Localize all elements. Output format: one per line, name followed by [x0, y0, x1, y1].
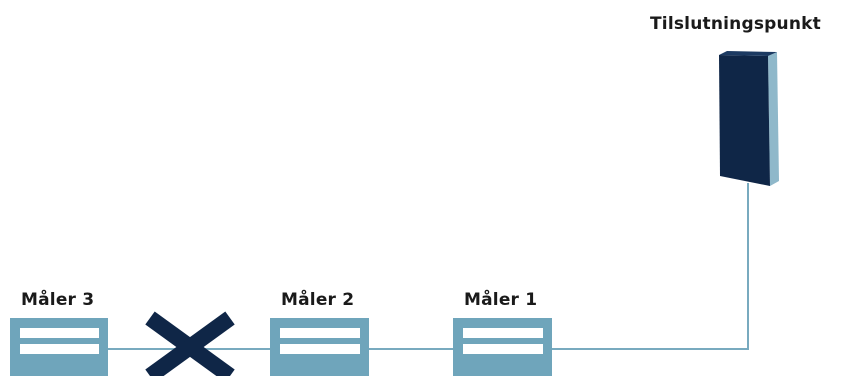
- meter-2-label: Måler 2: [281, 290, 355, 310]
- meter-1-slot-top: [463, 328, 543, 338]
- meter-1-slot-bottom: [463, 344, 543, 354]
- meter-2-slot-top: [280, 328, 360, 338]
- meter-1-label: Måler 1: [464, 290, 538, 310]
- connection-cabinet-icon: [719, 51, 779, 186]
- electricity-meter-icon: [453, 318, 552, 376]
- cross-icon: [145, 311, 235, 380]
- cross-stroke-b: [145, 311, 235, 380]
- connection-point-label: Tilslutningspunkt: [650, 14, 821, 34]
- meter-3-label: Måler 3: [21, 290, 95, 310]
- electricity-meter-icon: [10, 318, 108, 376]
- meter-2-slot-bottom: [280, 344, 360, 354]
- meter-3-slot-top: [20, 328, 99, 338]
- meter-3-slot-bottom: [20, 344, 99, 354]
- cabinet-top-face: [719, 51, 777, 56]
- electricity-meter-icon: [270, 318, 369, 376]
- cabinet-front-face: [719, 55, 770, 186]
- cabinet-side-face: [768, 52, 779, 186]
